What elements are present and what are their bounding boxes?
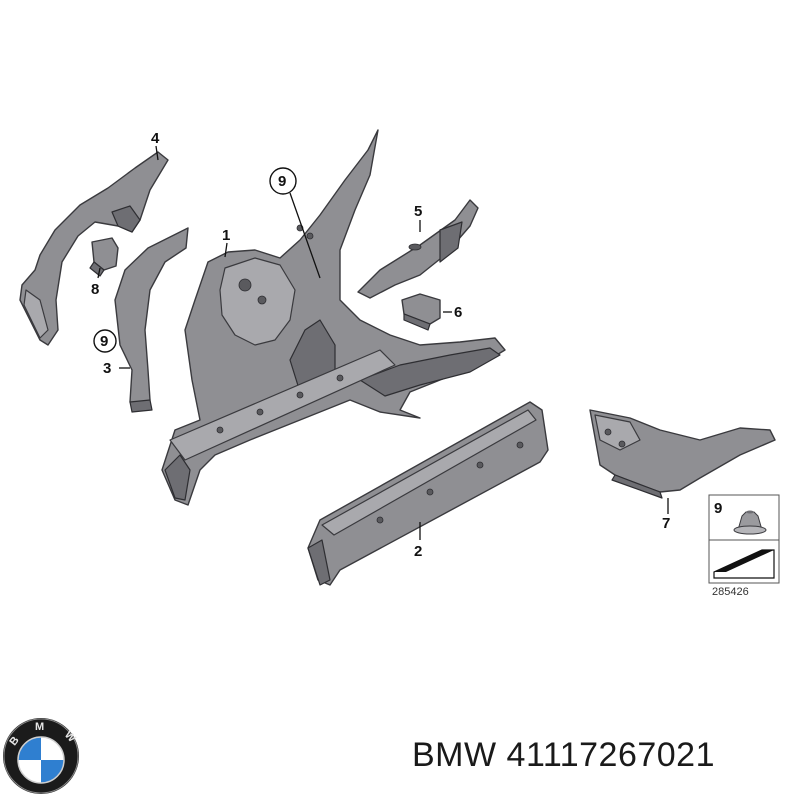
legend-box: 9 285426 xyxy=(708,494,780,598)
logo-text-m: M xyxy=(35,721,44,733)
callout-9-circle-top: 9 xyxy=(269,167,297,195)
callout-8: 8 xyxy=(91,281,99,298)
leader-lines xyxy=(97,145,669,540)
part-3-inner-arch-panel xyxy=(114,227,189,413)
reference-number: 285426 xyxy=(712,586,749,598)
part-7-floor-extension xyxy=(589,409,776,499)
part-4-wheel-arch-bracket xyxy=(19,151,169,346)
clip-nut-icon xyxy=(733,510,767,535)
callout-2: 2 xyxy=(414,543,422,560)
callout-9-left: 9 xyxy=(100,333,108,350)
legend-number: 9 xyxy=(714,500,722,517)
callout-9-top: 9 xyxy=(278,173,286,190)
part-2-longitudinal-member xyxy=(307,401,549,586)
bmw-logo: B M W xyxy=(3,718,79,794)
part-1-wheelhouse-assembly xyxy=(161,129,506,506)
callout-5: 5 xyxy=(414,203,422,220)
part-6-gusset xyxy=(401,293,441,331)
part-5-upper-bracket xyxy=(357,199,479,299)
part-8-small-bracket xyxy=(89,237,119,277)
callout-4: 4 xyxy=(151,130,160,147)
callout-6: 6 xyxy=(454,304,462,321)
callout-1: 1 xyxy=(222,227,230,244)
callout-3: 3 xyxy=(103,360,111,377)
part-number-caption: BMW 41117267021 xyxy=(412,736,715,774)
reference-wedge-icon xyxy=(713,549,775,579)
callout-7: 7 xyxy=(662,515,670,532)
callout-9-circle-left: 9 xyxy=(93,329,117,353)
